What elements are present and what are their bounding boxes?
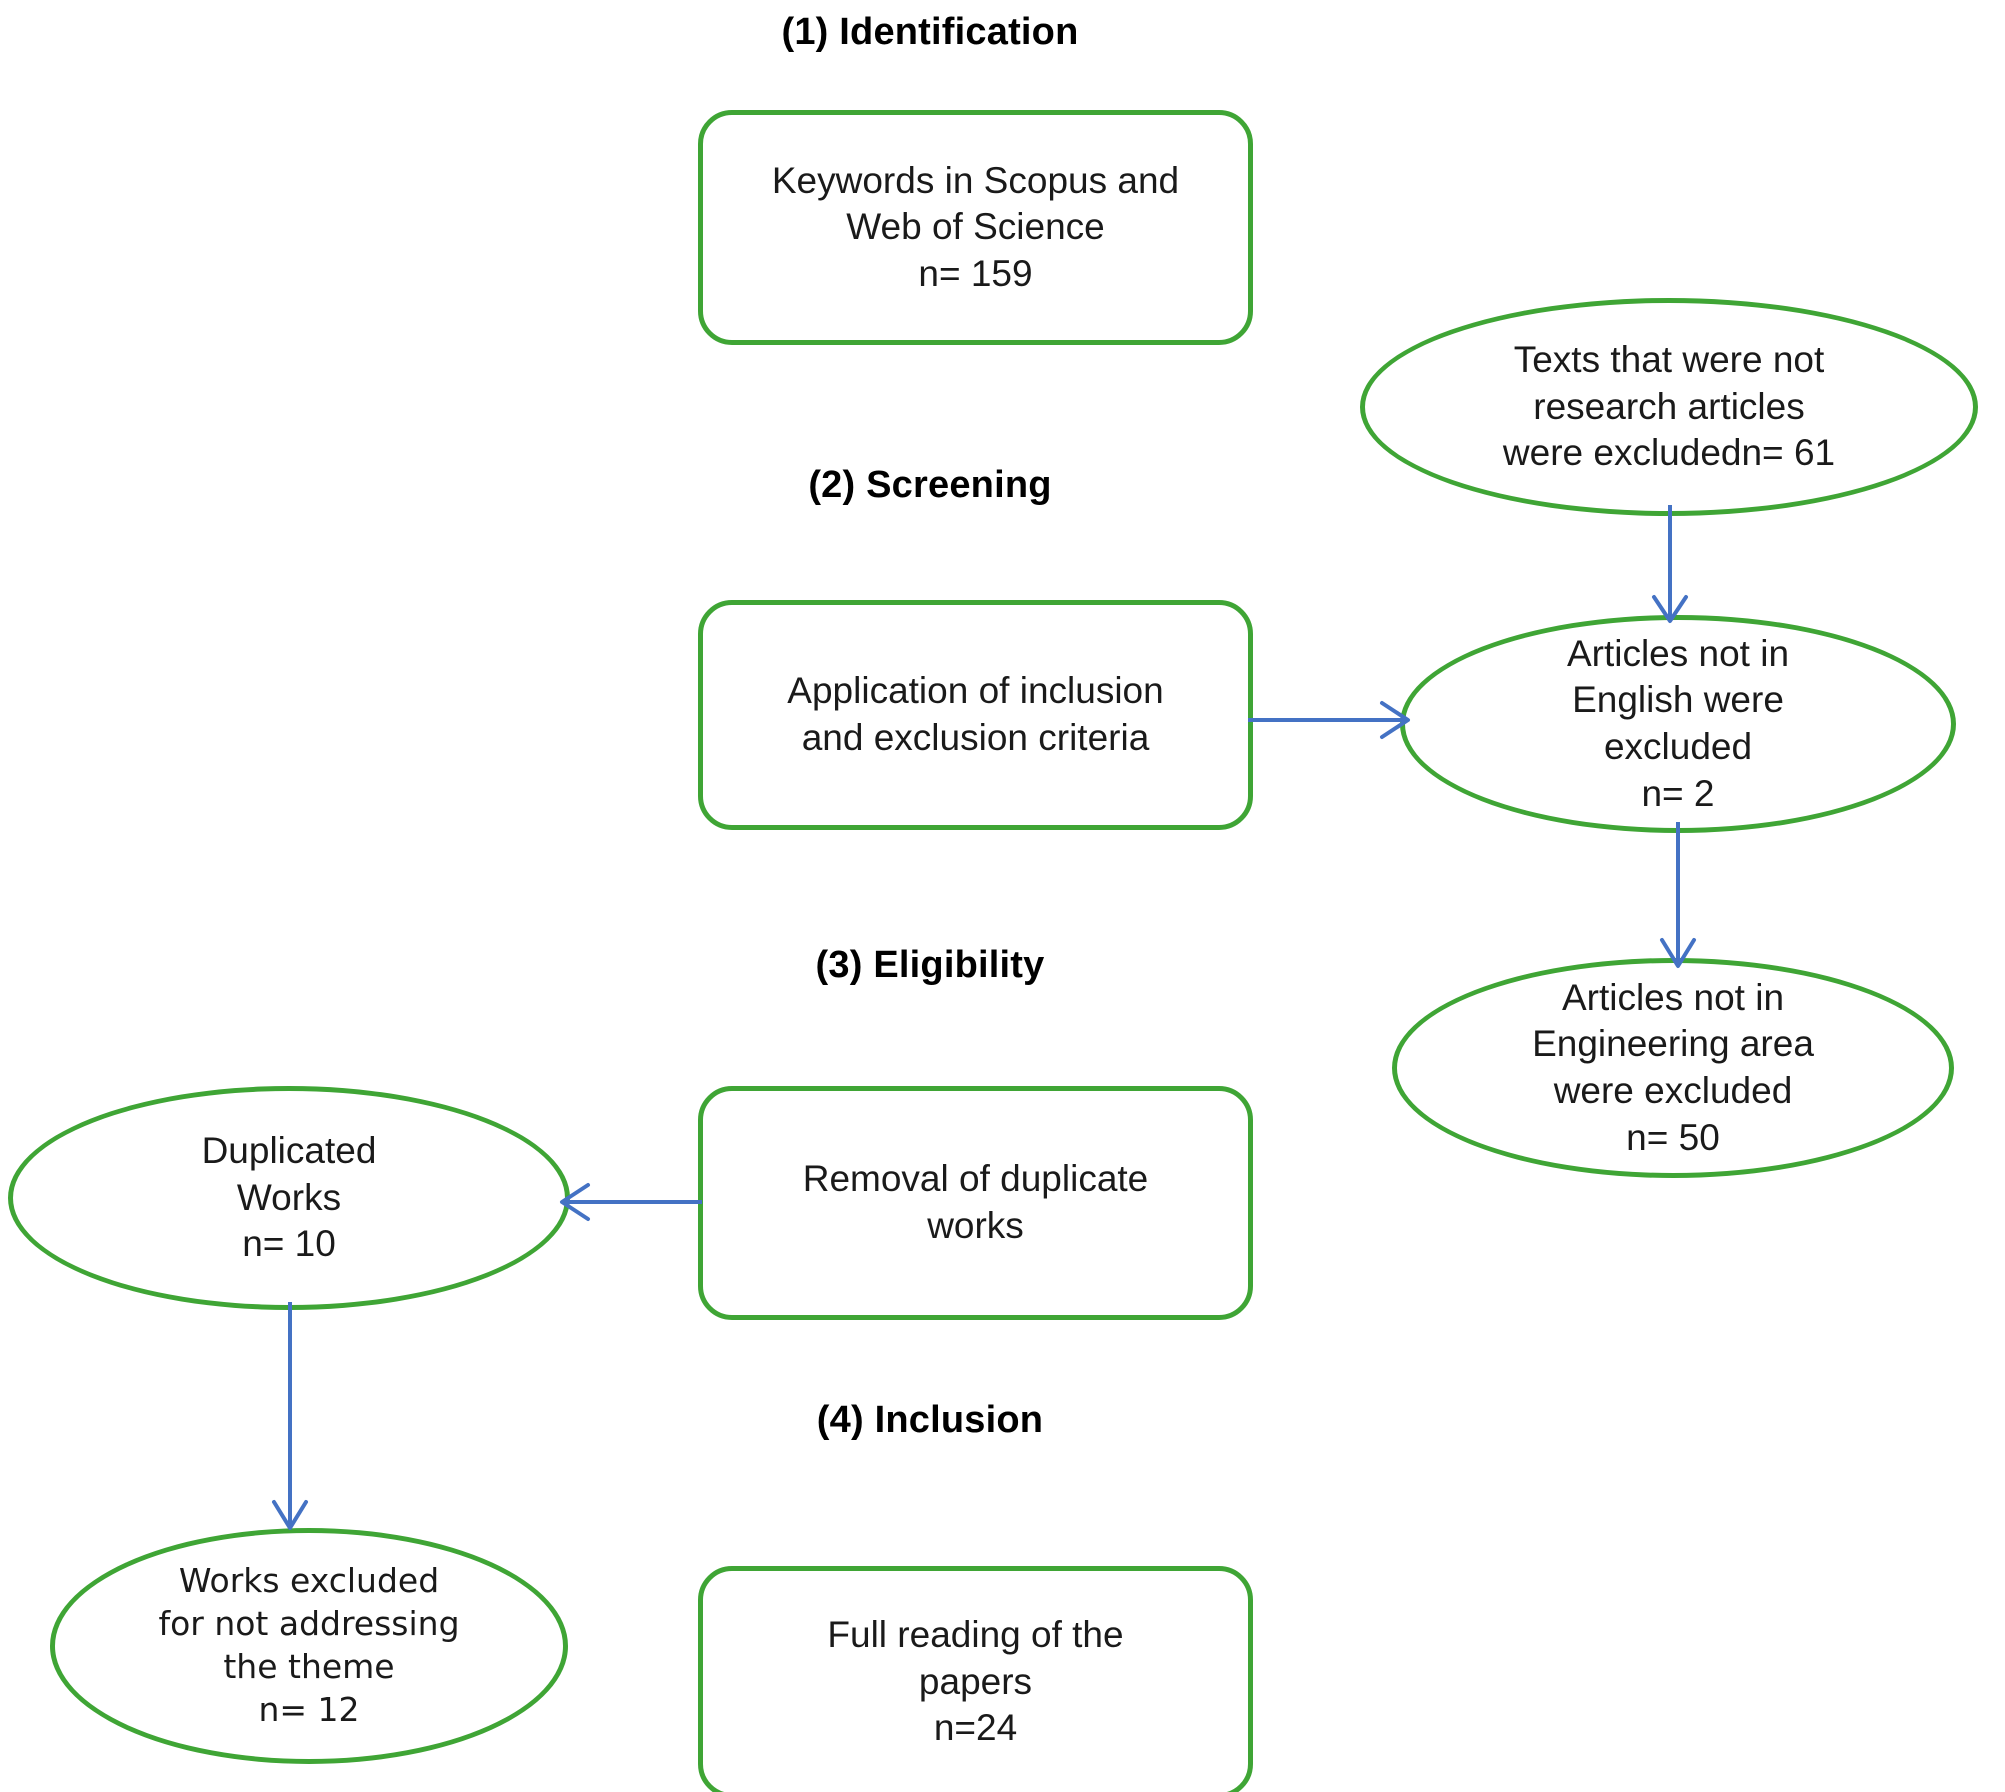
ellipse-not-english[interactable]: Articles not in English were excluded n=… [1400, 615, 1956, 833]
ellipse-not-english-text: Articles not in English were excluded n=… [1566, 632, 1790, 814]
ellipse-not-research-articles[interactable]: Texts that were not research articles we… [1360, 298, 1978, 516]
process-box-criteria[interactable]: Application of inclusion and exclusion c… [698, 600, 1253, 830]
connector-not-english-to-not-engineering [1648, 822, 1708, 970]
process-box-criteria-text: Application of inclusion and exclusion c… [787, 670, 1164, 758]
stage-heading-eligibility: (3) Eligibility [815, 944, 1045, 986]
process-box-full-reading[interactable]: Full reading of the papers n=24 [698, 1566, 1253, 1792]
ellipse-not-addressing-theme[interactable]: Works excluded for not addressing the th… [50, 1528, 568, 1764]
connector-criteria-to-not-english [1248, 690, 1413, 750]
ellipse-not-engineering-text: Articles not in Engineering area were ex… [1532, 976, 1814, 1158]
connector-not-research-to-not-english [1640, 505, 1700, 625]
stage-heading-identification: (1) Identification [781, 11, 1079, 53]
ellipse-not-research-articles-text: Texts that were not research articles we… [1502, 339, 1836, 474]
process-box-removal-duplicates-text: Removal of duplicate works [802, 1158, 1149, 1246]
ellipse-duplicated-works-text: Duplicated Works n= 10 [201, 1130, 377, 1265]
process-box-keywords[interactable]: Keywords in Scopus and Web of Science n=… [698, 110, 1253, 345]
stage-heading-screening: (2) Screening [808, 464, 1052, 506]
process-box-keywords-text: Keywords in Scopus and Web of Science n=… [771, 159, 1180, 294]
connector-removal-to-duplicated [558, 1172, 708, 1232]
process-box-full-reading-text: Full reading of the papers n=24 [827, 1614, 1124, 1749]
connector-duplicated-to-not-addressing [260, 1302, 320, 1532]
ellipse-not-engineering[interactable]: Articles not in Engineering area were ex… [1392, 958, 1954, 1178]
ellipse-not-addressing-theme-text: Works excluded for not addressing the th… [158, 1561, 460, 1729]
ellipse-duplicated-works[interactable]: Duplicated Works n= 10 [8, 1086, 570, 1310]
stage-heading-inclusion: (4) Inclusion [816, 1399, 1044, 1441]
process-box-removal-duplicates[interactable]: Removal of duplicate works [698, 1086, 1253, 1320]
